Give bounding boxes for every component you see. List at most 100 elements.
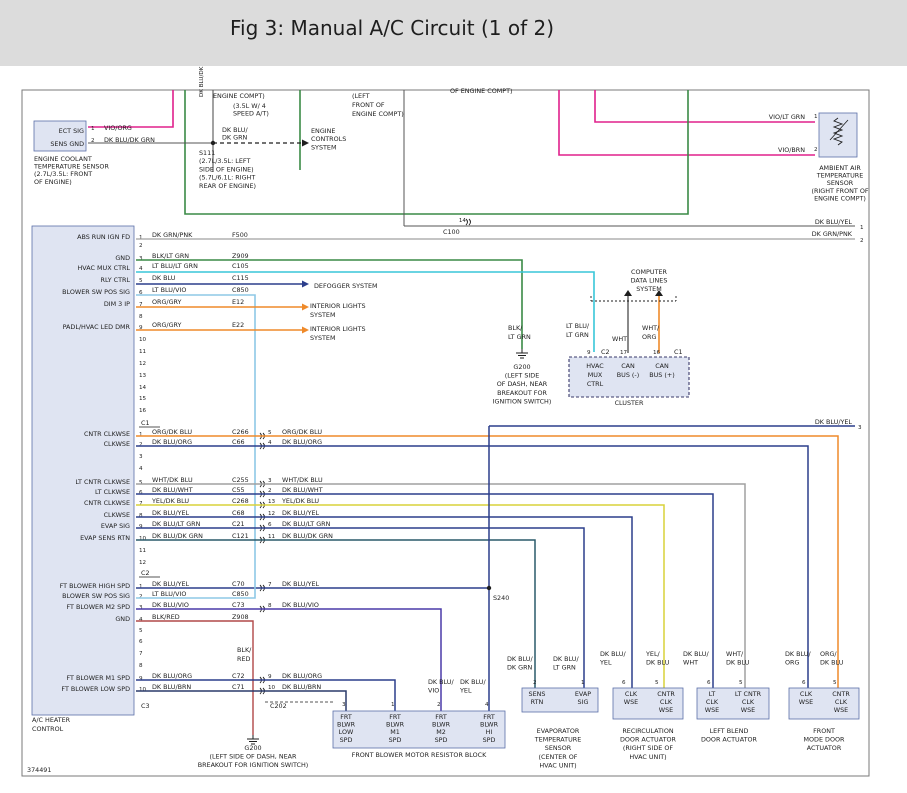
engine-controls-arrow	[302, 139, 309, 147]
c1-circuit-7: C268	[232, 497, 249, 505]
wire-ft-blower-m1	[136, 679, 396, 711]
c3-wire-color-5: DK BLU	[152, 274, 176, 282]
c1-pin-num-6: 6	[139, 490, 143, 496]
c1-pin-name-10: EVAP SENS RTN	[80, 534, 130, 542]
recirc-pin-clkwse: WSE	[624, 698, 638, 706]
resistor-wire-yel: YEL	[459, 687, 472, 695]
blend-pin-num-5: 5	[739, 680, 743, 686]
evap-pin-num-2: 2	[533, 680, 537, 686]
c2-pin-name-1: FT BLOWER HIGH SPD	[60, 582, 130, 590]
c1-label: C1	[141, 419, 150, 427]
diagram-frame	[21, 89, 870, 777]
c1-wire-color-8: DK BLU/YEL	[152, 509, 190, 517]
evap-pin-sens-rtn: SENS	[529, 690, 546, 698]
c1-wire-color-10: DK BLU/DK GRN	[152, 532, 203, 540]
c1-pin-num-4: 4	[139, 466, 143, 472]
note-of-engine-compt: OF ENGINE COMPT)	[450, 87, 513, 95]
c2-wire-color-10: DK BLU/BRN	[152, 683, 191, 691]
blend-wire-1: WHT	[683, 659, 698, 667]
mode-actuator-label: FRONT	[813, 727, 835, 735]
mode-pin-clkwse: CLK	[800, 690, 813, 698]
interior-lights-1-arrow	[302, 303, 309, 311]
ect-sensor-label: OF ENGINE)	[34, 178, 72, 186]
c3-pin-num-16: 16	[139, 408, 147, 414]
c3-pin-num-4: 4	[139, 266, 143, 272]
cluster-pin-17: 17	[620, 350, 628, 356]
c2-c202-pin-3: 8	[268, 603, 272, 609]
note-left-front: ENGINE COMPT)	[352, 110, 404, 118]
c3-wire-color-7: ORG/GRY	[152, 298, 182, 306]
mode-pin-cntr-clkwse: CNTR	[832, 690, 850, 698]
c1-wire-color-9: DK BLU/LT GRN	[152, 520, 201, 528]
defogger-arrow	[302, 280, 309, 288]
c3-circuit-3: Z909	[232, 252, 249, 260]
ambient-sensor-label: TEMPERATURE	[816, 172, 863, 180]
c2-c202-wire-1: DK BLU/YEL	[282, 580, 320, 588]
wire-c1-pin-9	[136, 527, 585, 688]
mode-pin-cntr-clkwse: WSE	[834, 706, 848, 714]
c1-c202-wire-2: DK BLU/ORG	[282, 438, 322, 446]
ambient-sensor-label: AMBIENT AIR	[819, 164, 861, 172]
splice-s111	[210, 140, 216, 146]
c2-wire-color-1: DK BLU/YEL	[152, 580, 190, 588]
recirc-wire-2: YEL/	[645, 650, 661, 658]
c3-wire-color-4: LT BLU/LT GRN	[152, 262, 198, 270]
c1-pin-name-2: CLKWSE	[104, 440, 130, 448]
resistor-pin-name-4: FRT	[483, 713, 495, 721]
wire-c1-pin-1	[136, 435, 839, 688]
ambient-wire-1: VIO/LT GRN	[769, 113, 805, 121]
c3-pin-num-15: 15	[139, 396, 147, 402]
cluster-pin-16: 16	[653, 350, 661, 356]
interior-lights-2-label: SYSTEM	[310, 334, 335, 342]
c2-c202-wire-9: DK BLU/ORG	[282, 672, 322, 680]
ambient-pin-1: 1	[814, 114, 818, 120]
evap-sensor-label: (CENTER OF	[539, 753, 578, 761]
figure-header: Fig 3: Manual A/C Circuit (1 of 2)	[0, 0, 907, 66]
c1-pin-name-7: CNTR CLKWSE	[84, 499, 130, 507]
wire-ft-blower-m2	[136, 608, 442, 711]
c1-wire-color-2: DK BLU/ORG	[152, 438, 192, 446]
recirc-pin-num-5: 5	[655, 680, 659, 686]
ect-sensor-label: ENGINE COOLANT	[34, 155, 92, 163]
cluster-wire-wht: WHT	[612, 335, 627, 343]
wire-vio-brn	[558, 90, 815, 156]
s111-label: (2.7L/3.5L: LEFT	[199, 157, 250, 165]
c1-pin-num-7: 7	[139, 501, 143, 507]
c1-circuit-1: C266	[232, 428, 249, 436]
c1-circuit-2: C66	[232, 438, 245, 446]
c1-c202-pin-5: 3	[268, 478, 272, 484]
c1-c202-wire-5: WHT/DK BLU	[282, 476, 323, 484]
c3-pin-num-10: 10	[139, 337, 147, 343]
c2-pin-num-10: 10	[139, 687, 147, 693]
c2-c202-wire-10: DK BLU/BRN	[282, 683, 321, 691]
c3-pin-num-2: 2	[139, 243, 143, 249]
c3-pin-name-3: GND	[115, 254, 130, 262]
right-end-wire: DK BLU/YEL	[815, 418, 853, 426]
blend-wire-2: WHT/	[726, 650, 744, 658]
note-speed: (3.5L W/ 4	[233, 102, 266, 110]
c2-pin-num-6: 6	[139, 639, 143, 645]
resistor-pin-name-3: LOW	[339, 728, 354, 736]
c2-pin-name-10: FT BLOWER LOW SPD	[61, 685, 130, 693]
c3-pin-name-9: PADL/HVAC LED DMR	[63, 323, 131, 331]
resistor-pin-name-4: BLWR	[480, 721, 499, 729]
c1-c202-pin-7: 13	[268, 499, 276, 505]
recirc-pin-cntr-clkwse: WSE	[659, 706, 673, 714]
c1-circuit-8: C68	[232, 509, 245, 517]
c1-wire-color-1: ORG/DK BLU	[152, 428, 192, 436]
resistor-pin-name-2: M2	[436, 728, 446, 736]
engine-controls-label: SYSTEM	[311, 143, 336, 151]
ac-heater-control-label: CONTROL	[32, 725, 64, 733]
cluster-pin-9: 9	[587, 350, 591, 356]
diagram-id: 374491	[27, 766, 51, 774]
recirc-pin-cntr-clkwse: CNTR	[657, 690, 675, 698]
s111-label: (5.7L/6.1L: RIGHT	[199, 174, 255, 182]
wire-c1-pin-6	[136, 493, 714, 688]
wire-c1-pin-2	[136, 445, 809, 688]
wire-harness-green	[184, 90, 689, 215]
c1-c202-wire-9: DK BLU/LT GRN	[282, 520, 331, 528]
c2-circuit-4: Z908	[232, 613, 249, 621]
mode-wire-2: ORG/	[820, 650, 837, 658]
s111-wire-label: DK BLU/	[222, 126, 248, 134]
